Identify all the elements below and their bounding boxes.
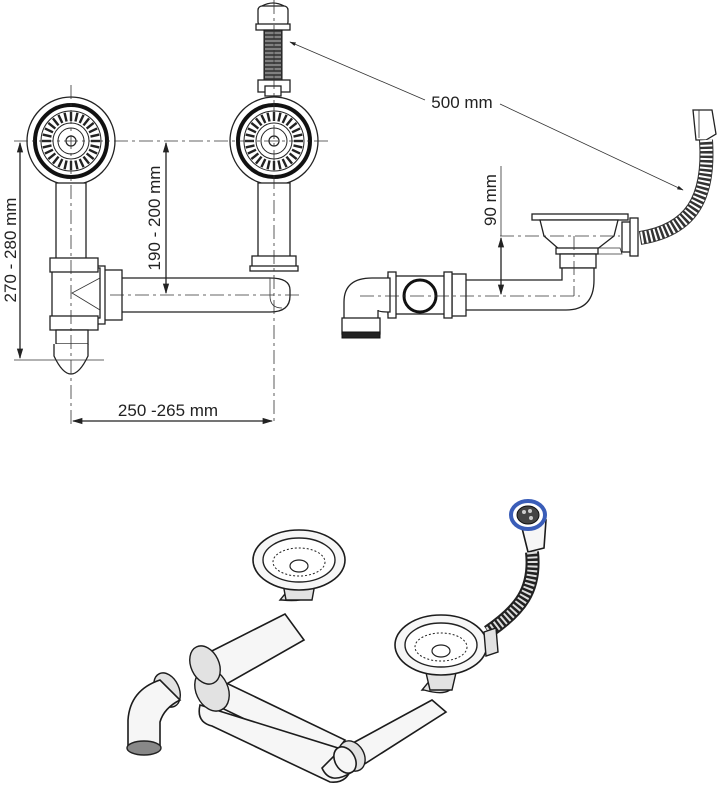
strainer-slot — [85, 121, 95, 130]
front-view: 270 - 280 mm 190 - 200 mm 250 -265 mm — [1, 0, 330, 425]
strainer-slot — [291, 148, 301, 155]
strainer-slot — [247, 148, 257, 155]
strainer-slot — [247, 127, 257, 134]
strainer-slot — [285, 155, 294, 165]
strainer-slot — [44, 148, 54, 155]
left-strainer-top — [25, 95, 117, 187]
tee-fitting — [51, 267, 101, 319]
strainer-slot — [51, 155, 60, 165]
strainer-slot — [285, 117, 294, 127]
strainer-slot — [277, 112, 282, 122]
strainer-slot — [281, 158, 288, 168]
strainer-slot — [90, 133, 100, 138]
strainer-slot — [51, 117, 60, 127]
strainer-slot — [78, 158, 85, 168]
hose-length-label: 500 mm — [431, 93, 492, 112]
strainer-slot — [281, 114, 288, 124]
strainer-slot — [42, 133, 52, 138]
strainer-slot — [291, 127, 301, 134]
strainer-slot — [293, 133, 303, 138]
strainer-slot — [266, 112, 271, 122]
strainer-slot — [277, 160, 282, 170]
strainer-slot — [293, 144, 303, 149]
strainer-slot — [44, 127, 54, 134]
strainer-slot — [63, 160, 68, 170]
strainer-slot — [88, 148, 98, 155]
strainer-flange-side — [531, 213, 629, 221]
strainer-slot — [78, 114, 85, 124]
strainer-slot — [260, 114, 267, 124]
side-view: 500 mm 90 mm — [289, 41, 717, 339]
strainer-slot — [245, 133, 255, 138]
strainer-slot — [63, 112, 68, 122]
strainer-slot — [74, 160, 79, 170]
strainer-slot — [47, 121, 57, 130]
strainer-slot — [250, 152, 260, 161]
strainer-slot — [47, 152, 57, 161]
strainer-slot — [57, 158, 64, 168]
overflow-head-side — [692, 109, 717, 141]
strainer-slot — [254, 155, 263, 165]
strainer-slot — [57, 114, 64, 124]
strainer-slot — [74, 112, 79, 122]
strainer-slot — [82, 117, 91, 127]
strainer-slot — [260, 158, 267, 168]
strainer-slot — [288, 152, 298, 161]
right-strainer-iso — [394, 614, 499, 691]
overflow-hose-front — [255, 2, 291, 97]
branch-dimension-label: 190 - 200 mm — [145, 166, 164, 271]
strainer-slot — [245, 144, 255, 149]
strainer-slot — [266, 160, 271, 170]
overflow-hose-iso — [484, 551, 540, 638]
strainer-slot — [85, 152, 95, 161]
height-dimension-label: 270 - 280 mm — [1, 198, 20, 303]
spacing-dimension-label: 250 -265 mm — [118, 401, 218, 420]
overflow-head-iso — [509, 499, 547, 553]
left-strainer-iso — [252, 529, 346, 601]
strainer-slots — [42, 112, 100, 170]
side-branch-pipe — [464, 267, 595, 311]
strainer-slot — [88, 127, 98, 134]
strainer-slot — [42, 144, 52, 149]
isometric-view — [126, 499, 547, 783]
strainer-slot — [82, 155, 91, 165]
strainer-slot — [288, 121, 298, 130]
strainer-slot — [90, 144, 100, 149]
depth-dimension-label: 90 mm — [481, 174, 500, 226]
strainer-slot — [250, 121, 260, 130]
strainer-slot — [254, 117, 263, 127]
